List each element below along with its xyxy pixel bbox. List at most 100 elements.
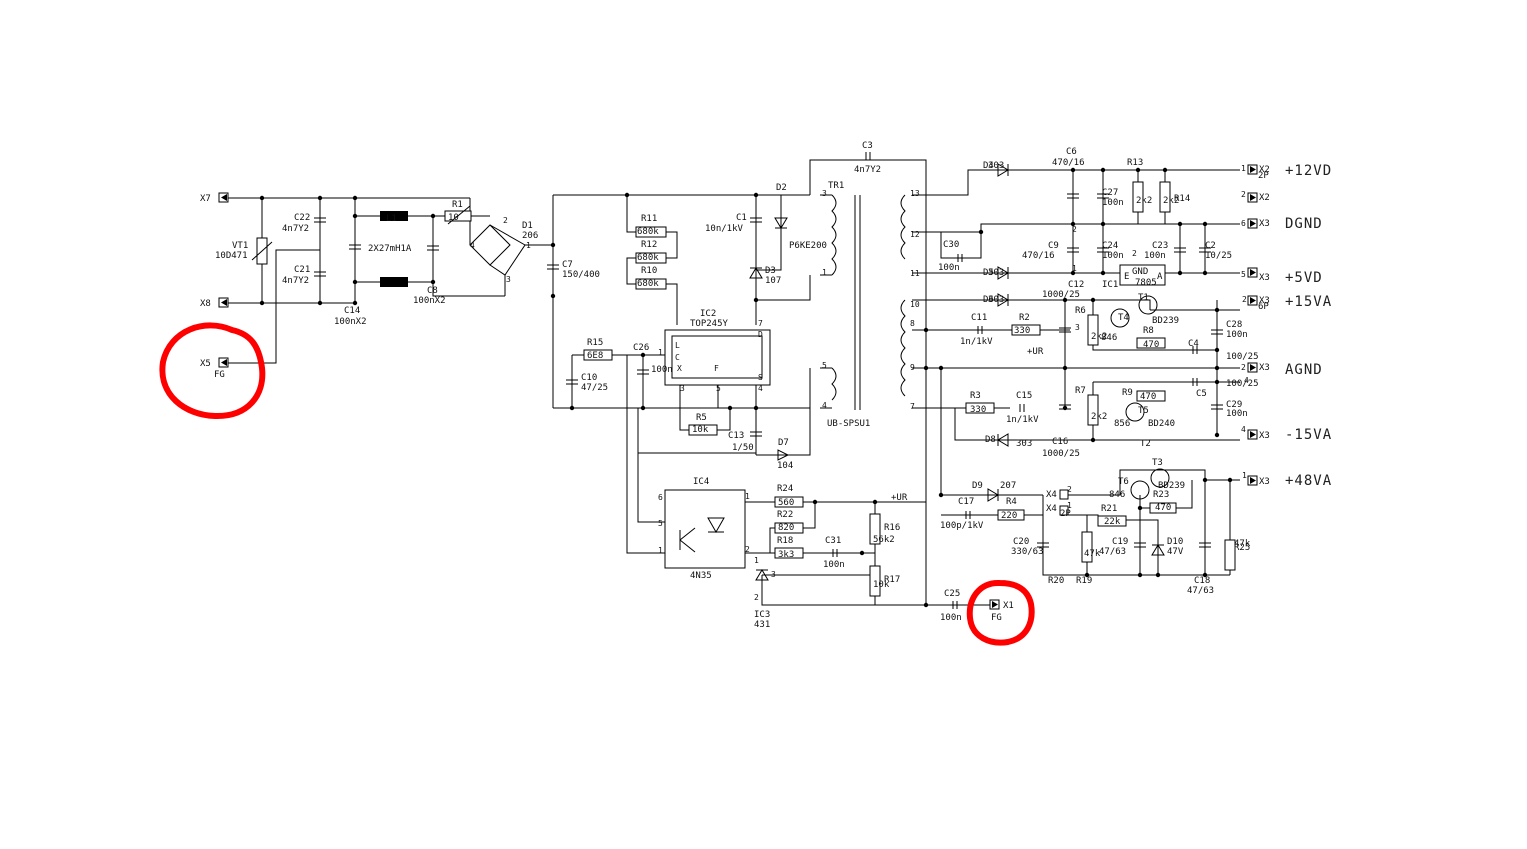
red-highlight-circles [159,322,1035,646]
component-label-24: R12 [641,240,657,250]
component-label-56: R22 [777,510,793,520]
component-label-130: 100/25 [1226,379,1259,389]
connector-x8[interactable] [218,297,229,308]
connector-x3-dgnd[interactable] [1247,218,1258,229]
pin-number-1: 1 [822,268,827,277]
component-label-28: IC2 [700,309,716,319]
component-label-108: 330 [1014,326,1030,336]
pin-number-27: D [758,330,763,339]
component-label-105: C11 [971,313,987,323]
component-label-135: C29 [1226,400,1242,410]
component-label-64: R17 [884,575,900,585]
component-label-68: +UR [891,493,908,503]
connector-x7[interactable] [218,192,229,203]
connector-x3-15va[interactable] [1247,295,1258,306]
component-label-22: R11 [641,214,657,224]
component-label-74: 303 [988,161,1004,171]
component-label-41: 104 [777,461,793,471]
pin-number-39: 1 [1242,471,1247,480]
pin-number-11: 2 [503,216,508,225]
component-label-111: 2k2 [1091,332,1107,342]
component-label-46: D3 [765,266,776,276]
component-label-166: R20 [1048,576,1064,586]
connector-x4-2[interactable] [1059,489,1069,500]
junction-dots [259,167,1233,608]
component-label-90: 100n [1144,251,1166,261]
component-label-173: X2 [1259,193,1270,203]
pin-number-40: 2 [1242,295,1247,304]
pin-number-0: 3 [822,189,827,198]
component-label-109: +UR [1027,347,1044,357]
pin-number-13: 3 [506,275,511,284]
pin-number-2: 5 [822,361,827,370]
component-label-127: R9 [1122,388,1133,398]
component-label-8: C21 [294,265,310,275]
component-label-38: C13 [728,431,744,441]
component-label-9: 4n7Y2 [282,276,309,286]
component-label-12: L1 [386,214,397,224]
component-label-84: 100n [938,263,960,273]
rail-label-4: AGND [1285,362,1323,378]
connector-x3-agnd[interactable] [1247,362,1258,373]
pin-number-45: 2 [1132,249,1137,258]
regulator-7805 [1119,264,1166,286]
component-label-77: R13 [1127,158,1143,168]
connector-x2-2[interactable] [1247,192,1258,203]
connector-x5-fg[interactable] [218,357,229,368]
component-label-136: 100n [1226,409,1248,419]
pin-number-38: 1 [1067,501,1072,510]
component-label-112: T4 [1118,313,1129,323]
component-label-148: X4 [1046,504,1057,514]
component-label-14: C8 [427,286,438,296]
component-label-158: C20 [1013,537,1029,547]
pin-number-16: 5 [1241,270,1246,279]
component-label-86: 470/16 [1022,251,1055,261]
component-label-88: 100n [1102,251,1124,261]
component-label-16: R1 [452,200,463,210]
pin-number-41: 6 [658,493,663,502]
component-label-164: 47V [1167,547,1184,557]
pin-number-35: 1 [754,556,759,565]
component-label-27: 680k [637,279,659,289]
connector-x3-neg15va[interactable] [1247,429,1258,440]
pin-number-12: 1 [526,241,531,250]
component-label-99: GND [1132,267,1148,277]
component-label-153: BD239 [1158,481,1185,491]
component-label-26: R10 [641,266,657,276]
connector-x3-5vd[interactable] [1247,267,1258,278]
component-label-34: 47/25 [581,383,608,393]
component-label-146: 220 [1001,511,1017,521]
component-label-60: C31 [825,536,841,546]
component-label-180: X3 [1259,477,1270,487]
connector-x3-48va[interactable] [1247,475,1258,486]
component-label-163: D10 [1167,537,1183,547]
component-label-172: 2P [1258,171,1269,181]
component-label-93: D5 [983,268,994,278]
component-label-75: C6 [1066,147,1077,157]
component-label-114: BD239 [1152,316,1179,326]
component-label-30: R15 [587,338,603,348]
component-label-91: C2 [1205,241,1216,251]
component-symbols [251,152,1236,609]
connector-x2-12vd[interactable] [1247,164,1258,175]
component-label-103: 303 [988,295,1004,305]
pin-number-43: 1 [658,546,663,555]
rail-label-2: +5VD [1285,270,1323,286]
component-label-47: 107 [765,276,781,286]
component-label-178: X3 [1259,363,1270,373]
connector-x4-1[interactable] [1059,505,1069,516]
pin-number-8: 8 [910,319,915,328]
rail-label-6: +48VA [1285,473,1332,489]
pin-number-26: L [675,341,680,350]
component-label-115: R8 [1143,326,1154,336]
component-label-147: X4 [1046,490,1057,500]
component-label-70: 100n [940,613,962,623]
connector-x1-fg[interactable] [989,599,1000,610]
component-label-45: P6KE200 [789,241,827,251]
component-label-17: 10 [448,213,459,223]
rail-label-3: +15VA [1285,294,1332,310]
component-label-49: 4n7Y2 [854,165,881,175]
component-label-95: C12 [1068,280,1084,290]
component-label-119: C4 [1188,339,1199,349]
component-label-83: C30 [943,240,959,250]
